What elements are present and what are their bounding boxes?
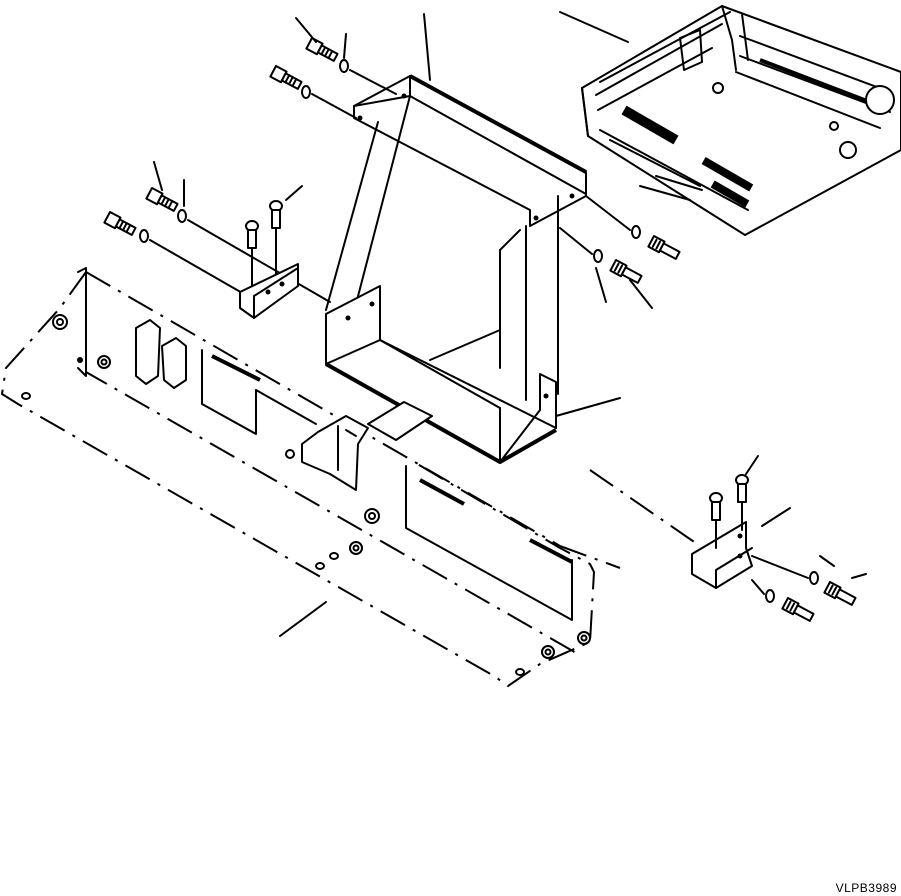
bolt-icon bbox=[246, 221, 258, 248]
bolt-icon bbox=[710, 493, 722, 520]
bolt-icon bbox=[146, 188, 178, 213]
nut-icon bbox=[350, 542, 362, 554]
washer-icon bbox=[594, 250, 602, 262]
bolt-icon bbox=[270, 201, 282, 228]
bolt-icon bbox=[782, 598, 814, 623]
nut-icon bbox=[53, 315, 67, 329]
small-bracket-left bbox=[240, 264, 298, 318]
bolt-set-right bbox=[560, 196, 680, 285]
bolt-icon bbox=[306, 38, 338, 63]
bolt-set-left bbox=[104, 188, 330, 302]
mounting-bracket-frame bbox=[326, 76, 586, 462]
bolt-icon bbox=[824, 582, 856, 607]
bolt-icon bbox=[648, 236, 680, 261]
bolt-set-upper bbox=[270, 38, 396, 118]
washer-icon bbox=[302, 86, 310, 98]
nut-icon bbox=[578, 632, 590, 644]
cover-panel bbox=[2, 268, 700, 686]
nut-icon bbox=[542, 646, 554, 658]
nut-icon bbox=[98, 356, 110, 368]
controller-unit bbox=[582, 6, 901, 235]
leader-lines bbox=[154, 12, 866, 636]
bolt-icon bbox=[270, 66, 302, 91]
bolt-icon bbox=[104, 212, 136, 237]
washer-icon bbox=[766, 590, 774, 602]
bolt-icon bbox=[610, 260, 642, 285]
washer-icon bbox=[140, 230, 148, 242]
bolt-icon bbox=[736, 475, 748, 502]
washer-icon bbox=[632, 226, 640, 238]
drawing-code: VLPB3989 bbox=[835, 881, 897, 895]
washer-icon bbox=[178, 210, 186, 222]
small-bracket-right bbox=[692, 475, 856, 623]
washer-icon bbox=[340, 60, 348, 72]
washer-icon bbox=[810, 572, 818, 584]
nut-icon bbox=[365, 509, 379, 523]
